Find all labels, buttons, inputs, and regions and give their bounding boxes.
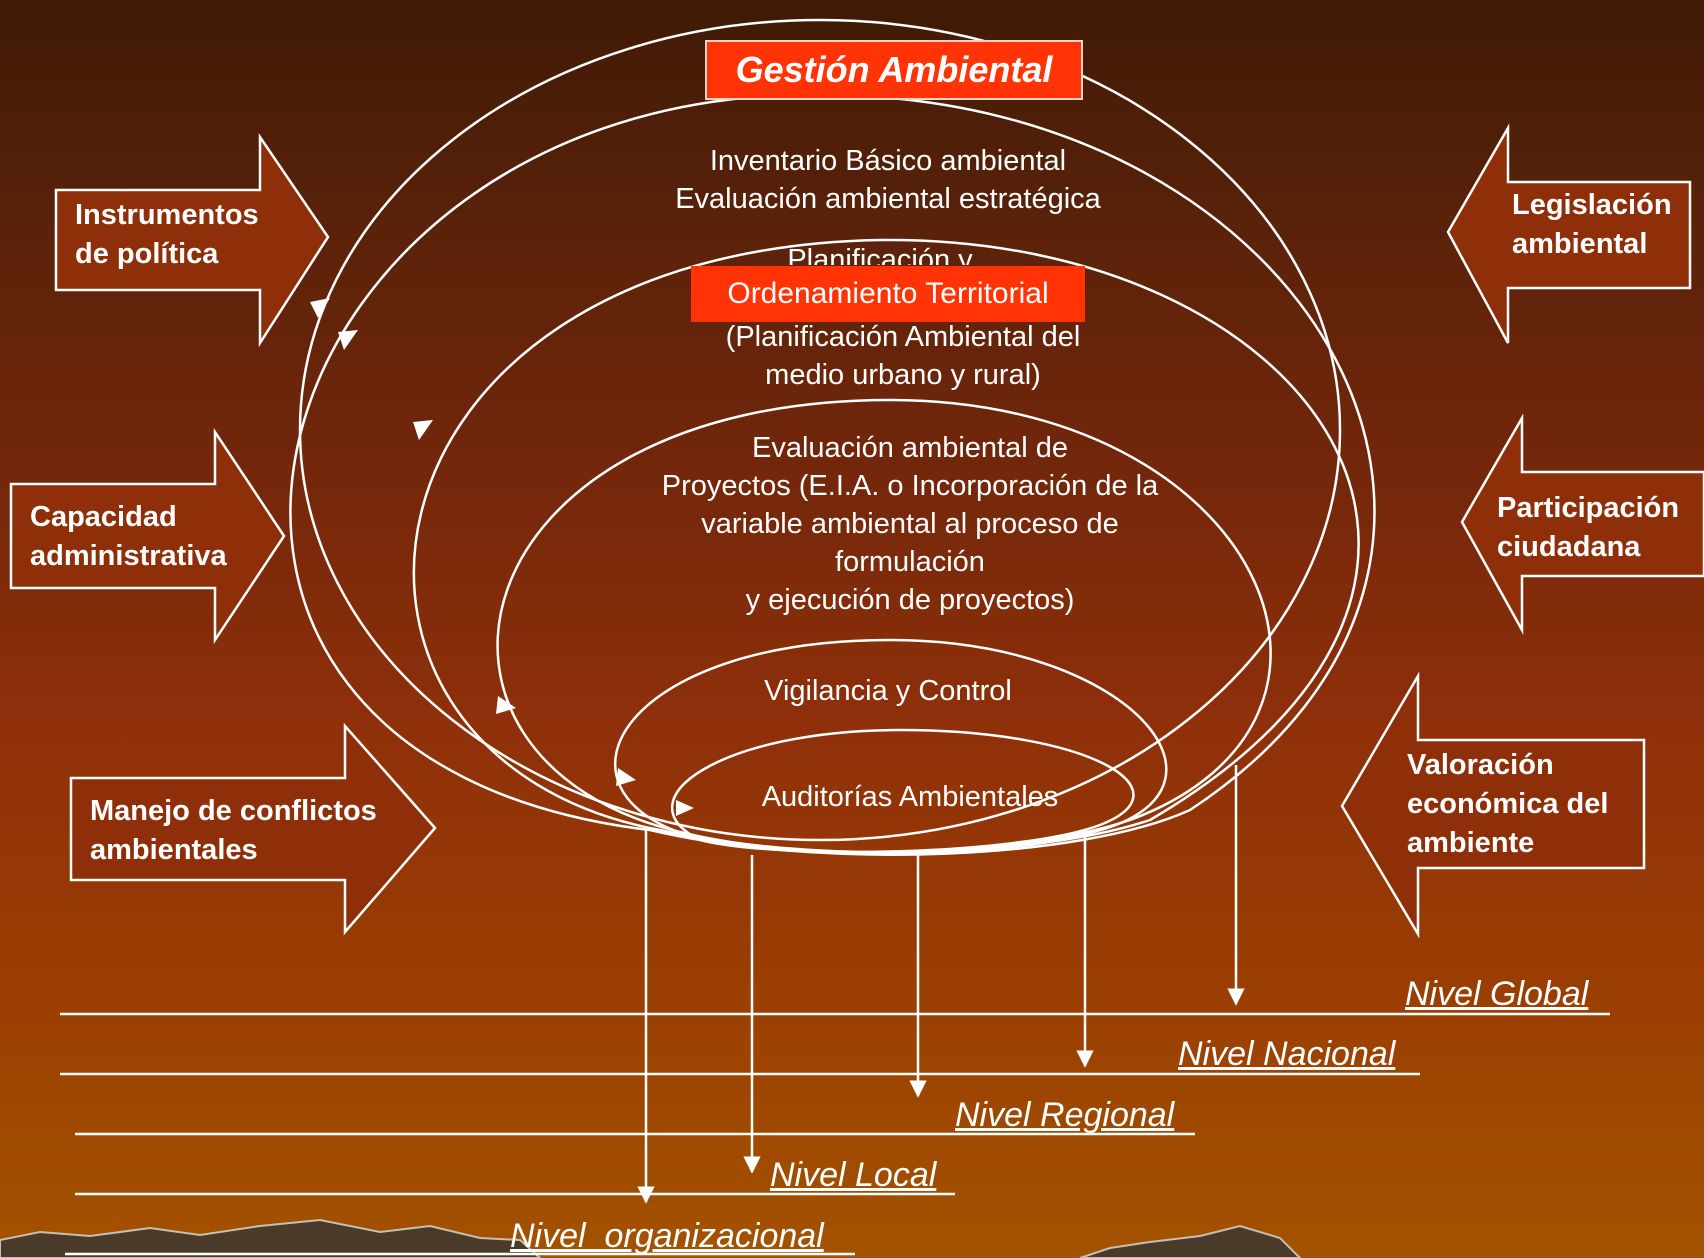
ring2-line-2: medio urbano y rural): [765, 359, 1041, 391]
title-gestion-ambiental: Gestión Ambiental: [705, 40, 1083, 100]
label-manejo-line-1: Manejo de conflictos: [90, 795, 377, 827]
ring-5: [670, 728, 1135, 854]
rings: [289, 18, 1376, 856]
label-valoracion-economica: Valoración económica del ambiente: [1407, 746, 1608, 863]
arrow-valoracion: [1340, 671, 1646, 939]
label-participacion-line-1: Participación: [1497, 492, 1680, 524]
label-valoracion-line-1: Valoración: [1407, 749, 1554, 781]
arrow-instrumentos: [54, 132, 330, 348]
label-capacidad-line-1: Capacidad: [30, 501, 177, 533]
label-instrumentos-de-politica: Instrumentos de política: [75, 196, 259, 274]
left-arrows: [9, 132, 437, 936]
label-valoracion-line-3: ambiente: [1407, 827, 1535, 859]
ring4-text: Vigilancia y Control: [764, 675, 1012, 707]
label-instrumentos-line-2: de política: [75, 238, 219, 270]
ring1-line-1: Inventario Básico ambiental: [709, 145, 1067, 177]
ring3-line-3: variable ambiental al proceso de: [701, 508, 1119, 540]
label-capacidad-administrativa: Capacidad administrativa: [30, 498, 227, 576]
label-legislacion-line-2: ambiental: [1512, 228, 1648, 260]
label-valoracion-line-2: económica del: [1407, 788, 1609, 820]
label-manejo-line-2: ambientales: [90, 834, 258, 866]
level-lines: [60, 1012, 1610, 1256]
label-capacidad-line-2: administrativa: [30, 540, 227, 572]
ring1-text: Inventario Básico ambiental Evaluación a…: [675, 142, 1101, 218]
ordenamiento-territorial-text: Ordenamiento Territorial: [727, 277, 1049, 310]
arrow-capacidad: [9, 427, 286, 645]
mountains: [0, 1218, 1302, 1258]
level-nacional: Nivel Nacional: [1178, 1035, 1396, 1073]
ring-1: [289, 93, 1376, 856]
ring2-text: (Planificación Ambiental del medio urban…: [726, 318, 1081, 394]
ring3-line-4: formulación: [835, 546, 985, 578]
ring5-text: Auditorías Ambientales: [761, 781, 1059, 813]
level-local: Nivel Local: [770, 1156, 937, 1194]
label-participacion-line-2: ciudadana: [1497, 531, 1641, 563]
title-text: Gestión Ambiental: [735, 49, 1053, 90]
ring-4: [614, 638, 1168, 855]
label-legislacion-ambiental: Legislación ambiental: [1512, 186, 1672, 264]
label-participacion-ciudadana: Participación ciudadana: [1497, 489, 1679, 567]
label-instrumentos-line-1: Instrumentos: [75, 199, 259, 231]
ring2-line-1: (Planificación Ambiental del: [725, 321, 1081, 353]
right-arrows: [1340, 123, 1704, 939]
ring-outer: [298, 18, 1342, 842]
arrow-manejo: [69, 722, 437, 936]
ring-arrowheads: [310, 298, 694, 816]
ring2-top-text: Planificación y: [787, 244, 973, 265]
level-global: Nivel Global: [1405, 975, 1589, 1013]
ordenamiento-territorial-box: Ordenamiento Territorial: [691, 266, 1085, 322]
label-manejo-de-conflictos: Manejo de conflictos ambientales: [90, 792, 377, 870]
arrow-legislacion: [1446, 123, 1692, 344]
ring3-line-5: y ejecución de proyectos): [745, 584, 1075, 616]
arrow-participacion: [1460, 413, 1704, 635]
level-organizacional: Nivel organizacional: [510, 1217, 824, 1255]
ring3-line-2: Proyectos (E.I.A. o Incorporación de la: [661, 470, 1159, 502]
level-drop-arrows: [637, 765, 1245, 1204]
ring-3: [496, 398, 1272, 854]
level-regional: Nivel Regional: [955, 1096, 1175, 1134]
ring1-line-2: Evaluación ambiental estratégica: [675, 183, 1101, 215]
label-legislacion-line-1: Legislación: [1512, 189, 1672, 221]
ring3-line-1: Evaluación ambiental de: [752, 432, 1068, 464]
ring3-text: Evaluación ambiental de Proyectos (E.I.A…: [662, 429, 1158, 619]
